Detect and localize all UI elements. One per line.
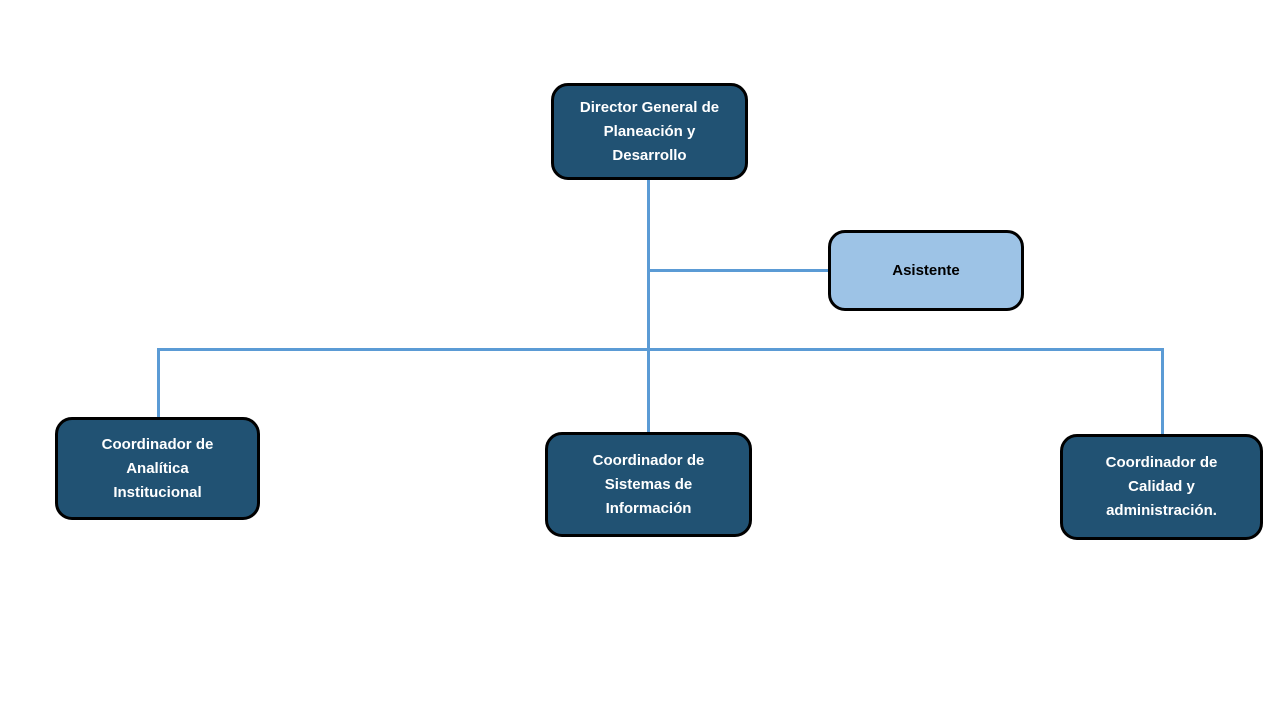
org-node-director-general-label: Director General de Planeación y Desarro… [579,98,720,164]
org-node-asistente-label: Asistente [892,261,960,279]
org-node-coordinador-sistemas-label: Coordinador de Sistemas de Información [592,451,705,517]
org-node-coordinador-calidad: Coordinador de Calidad y administración. [1060,434,1263,540]
connector-director-vertical [647,180,650,432]
org-node-director-general: Director General de Planeación y Desarro… [551,83,748,180]
org-node-coordinador-analitica-label: Coordinador de Analítica Institucional [101,435,214,501]
connector-analitica-drop [157,348,160,417]
org-node-coordinador-calidad-label: Coordinador de Calidad y administración. [1105,454,1218,519]
connector-horizontal-bus [157,348,1164,351]
org-node-asistente: Asistente [828,230,1024,311]
connector-calidad-drop [1161,348,1164,434]
org-node-coordinador-analitica: Coordinador de Analítica Institucional [55,417,260,520]
org-node-coordinador-sistemas: Coordinador de Sistemas de Información [545,432,752,537]
connector-asistente-branch [648,269,828,272]
